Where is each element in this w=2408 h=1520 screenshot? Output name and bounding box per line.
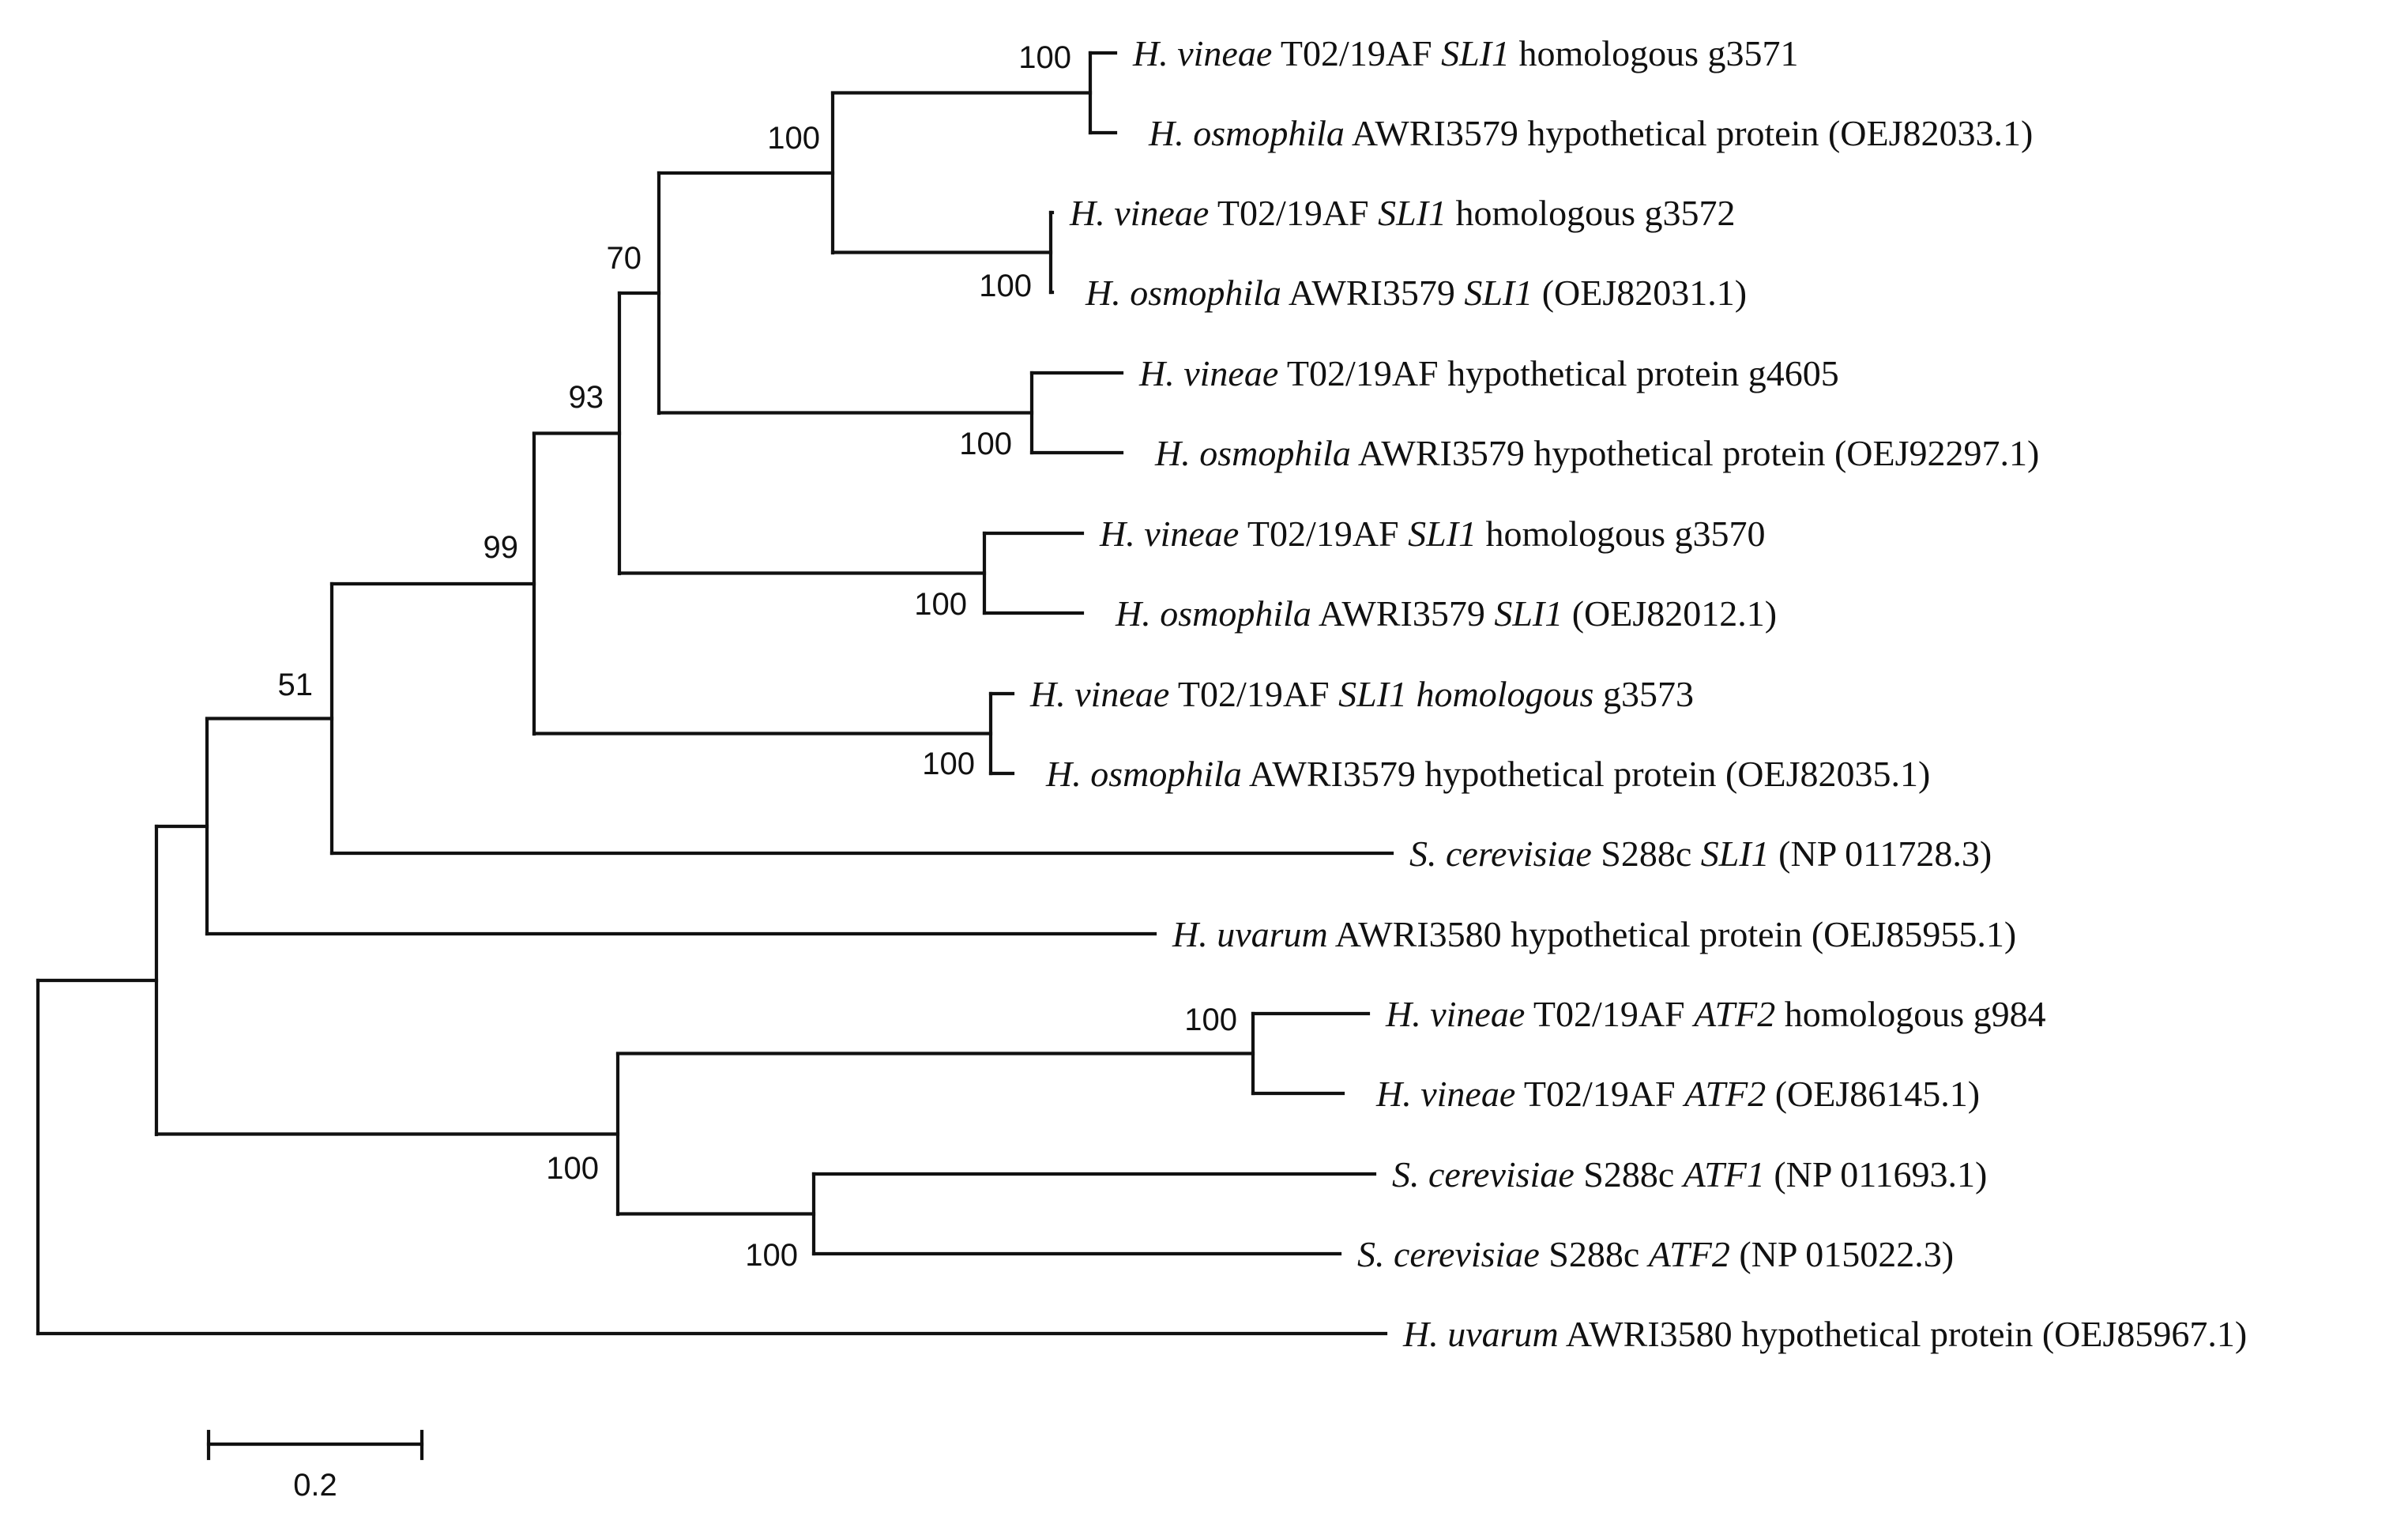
taxon-label: H. vineae T02/19AF SLI1 homologous g3570 [1099,514,1766,554]
taxon-label-part: homologous g3572 [1447,193,1735,233]
scale-bar-label: 0.2 [293,1468,337,1503]
taxon-label-italic-part: H. vineae [1132,33,1272,73]
taxon-label-part: T02/19AF [1239,514,1408,554]
taxon-label-part: AWRI3580 hypothetical protein (OEJ85967.… [1559,1314,2247,1354]
taxon-label-part: T02/19AF [1525,994,1694,1034]
bootstrap-value: 100 [767,121,820,156]
bootstrap-value: 51 [278,668,314,702]
taxon-label-italic-part: H. vineae [1029,674,1169,714]
taxon-label-italic-part: S. cerevisiae [1392,1154,1575,1195]
taxon-label: S. cerevisiae S288c SLI1 (NP 011728.3) [1409,833,1992,874]
taxon-label: H. uvarum AWRI3580 hypothetical protein … [1172,914,2016,954]
bootstrap-value: 100 [1018,40,1071,75]
taxon-label-italic-part: ATF2 [1646,1234,1730,1274]
taxon-label-part: AWRI3580 hypothetical protein (OEJ85955.… [1328,914,2016,954]
taxon-label-part: AWRI3579 hypothetical protein (OEJ92297.… [1351,433,2039,473]
taxon-label-italic-part: SLI1 [1701,833,1770,874]
taxon-label: H. vineae T02/19AF SLI1 homologous g3571 [1132,33,1799,73]
taxon-label-italic-part: H. osmophila [1148,113,1345,153]
taxon-label-italic-part: H. vineae [1138,353,1278,393]
taxon-label-italic-part: H. osmophila [1115,593,1311,634]
taxon-label-part: AWRI3579 [1311,593,1494,634]
taxon-label-italic-part: H. vineae [1375,1074,1515,1114]
taxon-label-part: homologous g3570 [1477,514,1765,554]
taxon-label-part: (OEJ82012.1) [1563,593,1777,634]
taxon-label-part: AWRI3579 hypothetical protein (OEJ82035.… [1242,754,1930,794]
taxon-label: H. vineae T02/19AF ATF2 homologous g984 [1385,994,2046,1034]
bootstrap-value: 99 [483,530,519,565]
taxon-label-part: T02/19AF [1515,1074,1684,1114]
taxon-label-italic-part: SLI1 [1464,273,1533,313]
taxon-label-italic-part: H. vineae [1069,193,1209,233]
taxon-label-italic-part: H. vineae [1099,514,1239,554]
taxon-label-italic-part: H. osmophila [1085,273,1281,313]
taxon-label-part: AWRI3579 hypothetical protein (OEJ82033.… [1345,113,2033,153]
taxon-label-italic-part: SLI1 [1441,33,1510,73]
taxon-label-part: (NP 011728.3) [1770,833,1992,874]
taxon-label-italic-part: ATF2 [1691,994,1775,1034]
taxon-label-part: T02/19AF [1272,33,1441,73]
bootstrap-value: 70 [607,241,642,276]
taxon-label: H. osmophila AWRI3579 hypothetical prote… [1148,113,2033,153]
taxon-label-italic-part: S. cerevisiae [1357,1234,1540,1274]
taxon-label: H. osmophila AWRI3579 SLI1 (OEJ82031.1) [1085,273,1747,313]
taxon-label-italic-part: H. vineae [1385,994,1525,1034]
taxon-label-part: (NP 015022.3) [1730,1234,1954,1274]
taxon-label-part: (NP 011693.1) [1765,1154,1988,1195]
taxon-label-part: (OEJ86145.1) [1766,1074,1980,1114]
taxon-label-part: T02/19AF [1169,674,1338,714]
taxon-label-italic-part: H. osmophila [1154,433,1351,473]
bootstrap-values: 100 100 100 70 100 93 100 99 100 51 100 100 100 [278,40,1238,1273]
taxon-label: H. vineae T02/19AF SLI1 homologous g3572 [1069,193,1736,233]
taxon-label: S. cerevisiae S288c ATF1 (NP 011693.1) [1392,1154,1987,1195]
taxon-label: H. vineae T02/19AF SLI1 homologous g3573 [1029,674,1694,714]
taxon-label-italic-part: SLI1 [1408,514,1477,554]
bootstrap-value: 100 [914,587,967,622]
taxon-label: H. osmophila AWRI3579 SLI1 (OEJ82012.1) [1115,593,1777,634]
bootstrap-value: 100 [959,427,1012,461]
taxon-label: H. osmophila AWRI3579 hypothetical prote… [1154,433,2039,473]
taxon-label-italic-part: H. uvarum [1172,914,1328,954]
taxon-label-part: g3573 [1593,674,1694,714]
taxon-label-italic-part: SLI1 homologous [1338,674,1593,714]
taxon-label-italic-part: H. osmophila [1045,754,1242,794]
taxon-label: H. vineae T02/19AF ATF2 (OEJ86145.1) [1375,1074,1980,1114]
bootstrap-value: 100 [922,747,975,781]
taxon-label-part: homologous g984 [1775,994,2045,1034]
taxon-label-italic-part: SLI1 [1494,593,1563,634]
taxon-label-part: (OEJ82031.1) [1533,273,1747,313]
bootstrap-value: 93 [569,380,604,415]
scale-bar: 0.2 [206,1429,424,1503]
taxon-label-italic-part: ATF2 [1682,1074,1766,1114]
taxon-label-italic-part: H. uvarum [1402,1314,1559,1354]
taxon-label-part: S288c [1575,1154,1684,1195]
taxon-label: S. cerevisiae S288c ATF2 (NP 015022.3) [1357,1234,1954,1274]
tree-branches [36,51,1394,1336]
bootstrap-value: 100 [546,1151,599,1186]
taxon-label-part: S288c [1592,833,1701,874]
taxon-label-part: homologous g3571 [1510,33,1798,73]
taxon-label: H. vineae T02/19AF hypothetical protein … [1138,353,1839,393]
taxon-label-part: AWRI3579 [1281,273,1464,313]
taxon-label: H. osmophila AWRI3579 hypothetical prote… [1045,754,1930,794]
bootstrap-value: 100 [745,1238,798,1273]
taxon-label: H. uvarum AWRI3580 hypothetical protein … [1402,1314,2247,1354]
taxon-label-part: T02/19AF hypothetical protein g4605 [1278,353,1839,393]
taxon-label-italic-part: SLI1 [1378,193,1447,233]
bootstrap-value: 100 [979,269,1032,303]
bootstrap-value: 100 [1184,1003,1237,1037]
taxon-label-part: T02/19AF [1209,193,1378,233]
taxon-label-italic-part: ATF1 [1681,1154,1765,1195]
taxon-labels: H. vineae T02/19AF SLI1 homologous g3571… [1029,33,2247,1354]
taxon-label-part: S288c [1540,1234,1649,1274]
taxon-label-italic-part: S. cerevisiae [1409,833,1592,874]
